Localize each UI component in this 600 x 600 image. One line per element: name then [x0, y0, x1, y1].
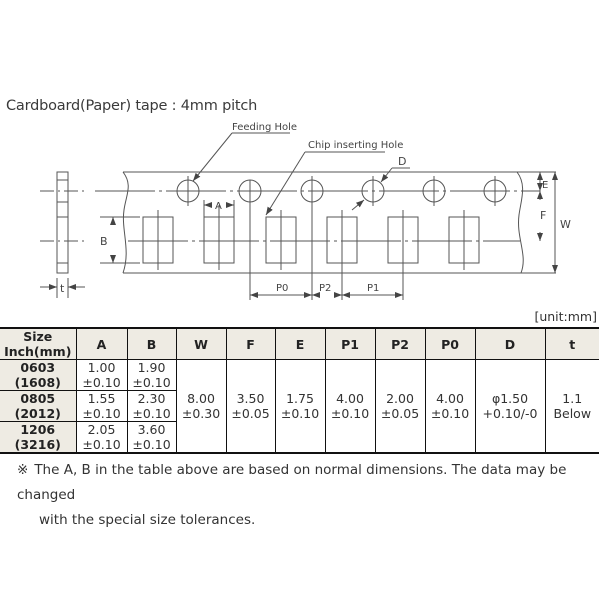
header-A: A [75, 327, 128, 360]
cell-A: 1.55±0.10 [75, 390, 128, 422]
label-t: t [60, 282, 65, 295]
header-P0: P0 [424, 327, 476, 360]
footnote: ※The A, B in the table above are based o… [17, 458, 600, 533]
cell-B: 3.60±0.10 [126, 421, 176, 454]
label-W: W [560, 218, 571, 231]
label-E: E [542, 180, 548, 191]
reference-mark-icon: ※ [17, 462, 29, 478]
size-cell: 1206(3216) [0, 421, 77, 454]
chip-cavities [142, 205, 480, 270]
size-cell: 0603(1608) [0, 359, 77, 391]
cell-F: 3.50±0.05 [225, 359, 276, 454]
cell-P2: 2.00±0.05 [374, 359, 426, 454]
cell-B: 1.90±0.10 [126, 359, 177, 391]
tape-diagram: Feeding Hole Chip inserting Hole D A B E… [40, 122, 571, 300]
footnote-line2: with the special size tolerances. [39, 512, 256, 528]
cell-A: 1.00±0.10 [75, 359, 128, 391]
feeding-hole-label: Feeding Hole [232, 122, 297, 133]
side-view [40, 171, 85, 298]
cell-W: 8.00±0.30 [175, 359, 227, 454]
footnote-line1: The A, B in the table above are based on… [17, 462, 567, 503]
header-D: D [474, 327, 546, 360]
table-row: 0603(1608) 1.00±0.10 1.90±0.10 8.00±0.30… [0, 359, 599, 454]
header-B: B [126, 327, 177, 360]
page-title: Cardboard(Paper) tape : 4mm pitch [6, 98, 258, 114]
header-E: E [274, 327, 326, 360]
size-cell: 0805(2012) [0, 390, 77, 422]
header-P1: P1 [324, 327, 376, 360]
label-P2: P2 [319, 283, 331, 294]
feeding-holes [176, 176, 507, 206]
header-t: t [544, 327, 599, 360]
table-row: 1206(3216) 2.05±0.10 3.60±0.10 [0, 421, 599, 454]
unit-label: [unit:mm] [534, 309, 597, 324]
cell-A: 2.05±0.10 [75, 421, 128, 454]
header-W: W [175, 327, 227, 360]
cell-P1: 4.00±0.10 [324, 359, 376, 454]
cell-E: 1.75±0.10 [274, 359, 326, 454]
label-B: B [100, 235, 108, 248]
table-row: 0805(2012) 1.55±0.10 2.30±0.10 [0, 390, 599, 422]
cell-D: φ1.50+0.10/-0 [474, 359, 546, 454]
header-F: F [225, 327, 276, 360]
cell-P0: 4.00±0.10 [424, 359, 476, 454]
label-A: A [215, 201, 222, 212]
header-P2: P2 [374, 327, 426, 360]
chip-inserting-hole-label: Chip inserting Hole [308, 140, 403, 151]
label-D: D [398, 155, 406, 168]
label-P1: P1 [367, 283, 379, 294]
cell-B: 2.30±0.10 [126, 390, 176, 422]
label-P0: P0 [276, 283, 288, 294]
tape-body [95, 171, 556, 274]
label-F: F [540, 209, 546, 222]
